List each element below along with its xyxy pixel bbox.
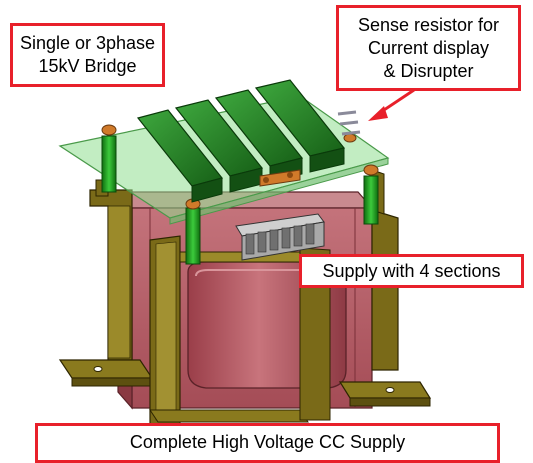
pointer-arrow bbox=[368, 88, 415, 121]
sense-resistor-leads bbox=[337, 110, 361, 136]
callout-sense-resistor: Sense resistor for Current display & Dis… bbox=[336, 5, 521, 91]
transformer-assembly-drawing bbox=[58, 79, 432, 425]
resistor-1 bbox=[136, 109, 224, 203]
resistor-4 bbox=[254, 79, 346, 173]
callout-bridge: Single or 3phase 15kV Bridge bbox=[10, 23, 165, 87]
left-mounting-bracket bbox=[58, 179, 154, 387]
terminal-block bbox=[235, 213, 325, 261]
front-frame bbox=[149, 235, 331, 425]
resistor-2 bbox=[174, 99, 264, 193]
callout-supply-sections: Supply with 4 sections bbox=[299, 254, 524, 288]
callout-title: Complete High Voltage CC Supply bbox=[35, 423, 500, 463]
bridge-resistors bbox=[136, 79, 346, 203]
